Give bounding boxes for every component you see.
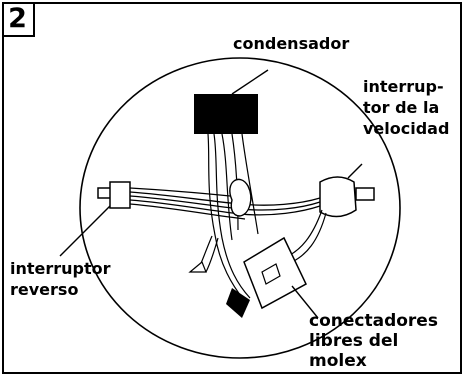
molex-connector <box>226 236 307 318</box>
molex-pointer <box>291 285 319 319</box>
capacitor-block <box>194 94 258 134</box>
molex-connectors-label: conectadores libres del molex <box>309 311 438 371</box>
capacitor-pointer <box>231 69 269 95</box>
wire-loop <box>229 178 252 217</box>
step-number-box: 2 <box>2 2 35 37</box>
speed-switch-label: interrup- tor de la velocidad <box>363 77 450 138</box>
capacitor-label: condensador <box>233 34 350 53</box>
speed-switch-pointer <box>347 163 363 179</box>
step-number: 2 <box>8 3 27 34</box>
reverse-switch-pointer <box>59 205 111 257</box>
wire-lead <box>188 261 207 273</box>
wire-bundle <box>129 133 327 301</box>
speed-switch <box>319 176 375 218</box>
reverse-switch <box>97 181 131 209</box>
reverse-switch-label: interruptor reverso <box>10 259 111 299</box>
fan-housing-outline <box>79 57 401 359</box>
